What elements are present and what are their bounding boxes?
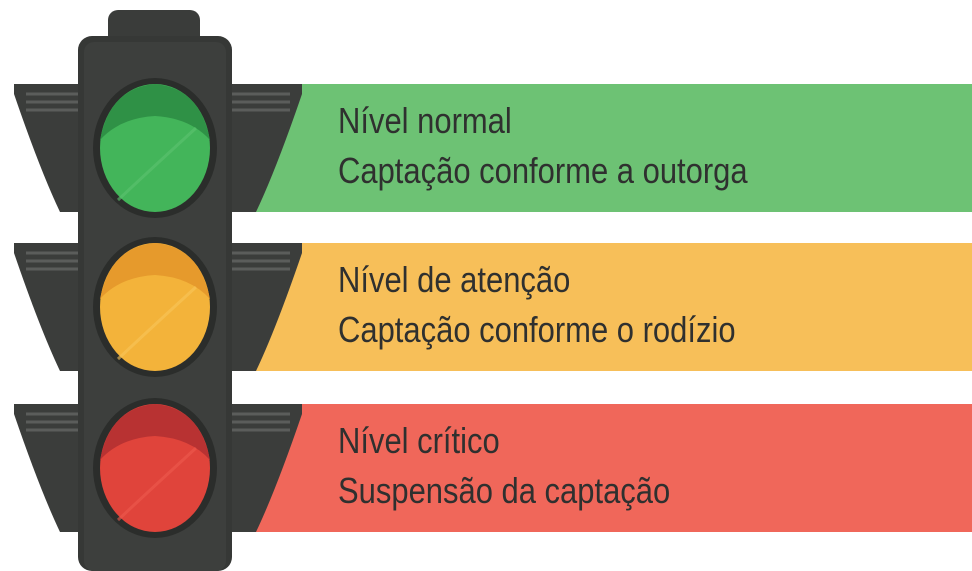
level-normal-title: Nível normal (338, 100, 512, 141)
level-critical-text: Nível crítico Suspensão da captação (338, 416, 670, 516)
level-critical-description: Suspensão da captação (338, 470, 671, 511)
right-visor-3 (230, 404, 302, 532)
band-attention (238, 243, 972, 371)
right-visor-2 (230, 243, 302, 371)
level-attention-title: Nível de atenção (338, 259, 571, 300)
level-attention-text: Nível de atenção Captação conforme o rod… (338, 255, 736, 355)
level-normal-text: Nível normal Captação conforme a outorga (338, 96, 748, 196)
red-lamp (100, 404, 210, 532)
visor-grooves (26, 92, 290, 432)
yellow-lamp (100, 243, 210, 371)
level-normal-description: Captação conforme a outorga (338, 150, 748, 191)
visor-group (14, 84, 302, 532)
band-normal (238, 84, 972, 212)
left-visor-1 (14, 84, 86, 212)
level-critical-title: Nível crítico (338, 420, 500, 461)
band-critical (238, 404, 972, 532)
left-visor-3 (14, 404, 86, 532)
left-visor-2 (14, 243, 86, 371)
right-visor-1 (230, 84, 302, 212)
green-lamp (100, 84, 210, 212)
level-attention-description: Captação conforme o rodízio (338, 309, 736, 350)
